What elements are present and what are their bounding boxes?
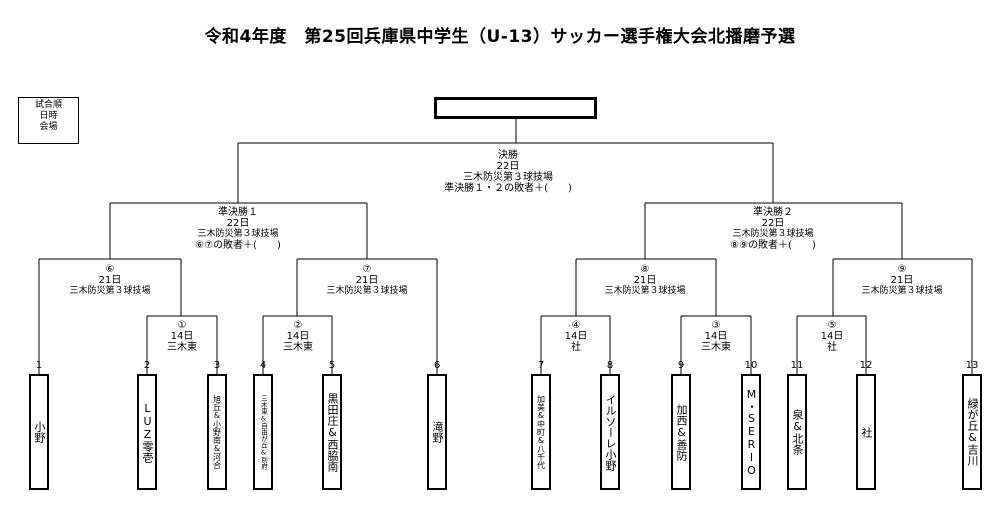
legend-date: 日時 (39, 111, 58, 121)
match4-no: ④ (571, 320, 581, 331)
match2-label: ② 14日 三木東 (283, 320, 313, 353)
match2-no: ② (293, 320, 303, 331)
team-name: LUZ零壱 (141, 401, 154, 463)
match6-venue: 三木防災第３球技場 (69, 286, 151, 296)
match7-no: ⑦ (362, 264, 372, 275)
team-name: 加西&善防 (675, 403, 688, 461)
semi1-name: 準決勝１ (217, 207, 258, 218)
match5-venue: 社 (826, 342, 837, 353)
team-box-7: 加美&中町&八千代 (531, 374, 551, 490)
semi1-venue: 三木防災第３球技場 (197, 229, 279, 239)
semi1-date: 22日 (226, 218, 250, 229)
match8-no: ⑧ (640, 264, 650, 275)
page-title: 令和4年度 第25回兵庫県中学生（U-13）サッカー選手権大会北播磨予選 (204, 27, 796, 47)
team-name: 小野 (33, 421, 46, 443)
match6-label: ⑥ 21日 三木防災第３球技場 (69, 264, 150, 297)
match8-venue: 三木防災第３球技場 (604, 286, 686, 296)
semi2-date: 22日 (761, 218, 785, 229)
team-box-3: 旭丘&小野南&河合 (207, 374, 227, 490)
team-name: M・SERIO (745, 387, 758, 477)
team-box-5: 黒田庄&西脇南 (322, 374, 342, 490)
semi2-name: 準決勝２ (752, 207, 793, 218)
semi2-note: ⑧⑨の敗者＋( ) (730, 240, 816, 251)
match5-no: ⑤ (827, 320, 837, 331)
match3-venue: 三木東 (701, 342, 731, 353)
match7-label: ⑦ 21日 三木防災第３球技場 (326, 264, 407, 297)
team-name: 泉&北条 (791, 409, 804, 455)
team-box-9: 加西&善防 (671, 374, 691, 490)
semi2-venue: 三木防災第３球技場 (732, 229, 814, 239)
match4-venue: 社 (570, 342, 581, 353)
legend-box: 試合順 日時 会場 (18, 97, 79, 144)
team-name: 加美&中町&八千代 (536, 395, 546, 469)
seed-number: 3 (213, 360, 221, 371)
seed-number: 4 (259, 360, 267, 371)
team-box-1: 小野 (29, 374, 49, 490)
match3-no: ③ (711, 320, 721, 331)
seed-number: 5 (328, 360, 336, 371)
match1-date: 14日 (170, 331, 194, 342)
match9-date: 21日 (890, 275, 914, 286)
match9-no: ⑨ (897, 264, 907, 275)
team-box-11: 泉&北条 (787, 374, 807, 490)
team-box-8: イルソーレ小野 (600, 374, 620, 490)
seed-number: 12 (859, 360, 873, 371)
seed-number: 6 (433, 360, 441, 371)
match7-venue: 三木防災第３球技場 (326, 286, 408, 296)
seed-number: 8 (606, 360, 614, 371)
seed-number: 13 (965, 360, 979, 371)
match1-no: ① (177, 320, 187, 331)
seed-number: 11 (790, 360, 804, 371)
team-name: イルソーレ小野 (604, 393, 617, 471)
team-name: 三木東&自由が丘&別府 (259, 394, 268, 470)
team-box-2: LUZ零壱 (137, 374, 157, 490)
match5-label: ⑤ 14日 社 (821, 320, 844, 353)
match3-label: ③ 14日 三木東 (701, 320, 731, 353)
team-name: 滝野 (431, 421, 444, 443)
match1-venue: 三木東 (167, 342, 197, 353)
match9-label: ⑨ 21日 三木防災第３球技場 (861, 264, 942, 297)
final-date: 22日 (496, 161, 520, 172)
seed-number: 7 (537, 360, 545, 371)
final-third-place: 準決勝１・２の敗者＋( ) (444, 183, 572, 194)
final-name: 決勝 (498, 150, 518, 161)
match1-label: ① 14日 三木東 (167, 320, 197, 353)
match5-date: 14日 (820, 331, 844, 342)
team-name: 社 (860, 426, 873, 438)
match8-date: 21日 (633, 275, 657, 286)
team-name: 緑が丘&吉川 (966, 398, 979, 466)
team-box-6: 滝野 (427, 374, 447, 490)
match2-venue: 三木東 (283, 342, 313, 353)
seed-number: 1 (35, 360, 43, 371)
team-name: 黒田庄&西脇南 (326, 392, 339, 472)
seed-number: 2 (143, 360, 151, 371)
match6-no: ⑥ (105, 264, 115, 275)
champion-box (434, 97, 597, 119)
semi1-note: ⑥⑦の敗者＋( ) (195, 240, 281, 251)
legend-venue: 会場 (39, 122, 58, 132)
match2-date: 14日 (286, 331, 310, 342)
team-box-4: 三木東&自由が丘&別府 (253, 374, 273, 490)
match9-venue: 三木防災第３球技場 (861, 286, 943, 296)
team-name: 旭丘&小野南&河合 (212, 395, 222, 469)
match6-date: 21日 (98, 275, 122, 286)
final-venue: 三木防災第３球技場 (463, 172, 553, 183)
match7-date: 21日 (355, 275, 379, 286)
final-label: 決勝 22日 三木防災第３球技場 準決勝１・２の敗者＋( ) (444, 150, 572, 194)
semi2-label: 準決勝２ 22日 三木防災第３球技場 ⑧⑨の敗者＋( ) (730, 207, 816, 251)
match8-label: ⑧ 21日 三木防災第３球技場 (604, 264, 685, 297)
seed-number: 10 (744, 360, 758, 371)
team-box-12: 社 (856, 374, 876, 490)
match3-date: 14日 (704, 331, 728, 342)
match4-label: ④ 14日 社 (565, 320, 588, 353)
semi1-label: 準決勝１ 22日 三木防災第３球技場 ⑥⑦の敗者＋( ) (195, 207, 281, 251)
team-box-13: 緑が丘&吉川 (962, 374, 982, 490)
seed-number: 9 (677, 360, 685, 371)
legend-order: 試合順 (34, 100, 62, 110)
match4-date: 14日 (564, 331, 588, 342)
team-box-10: M・SERIO (741, 374, 761, 490)
